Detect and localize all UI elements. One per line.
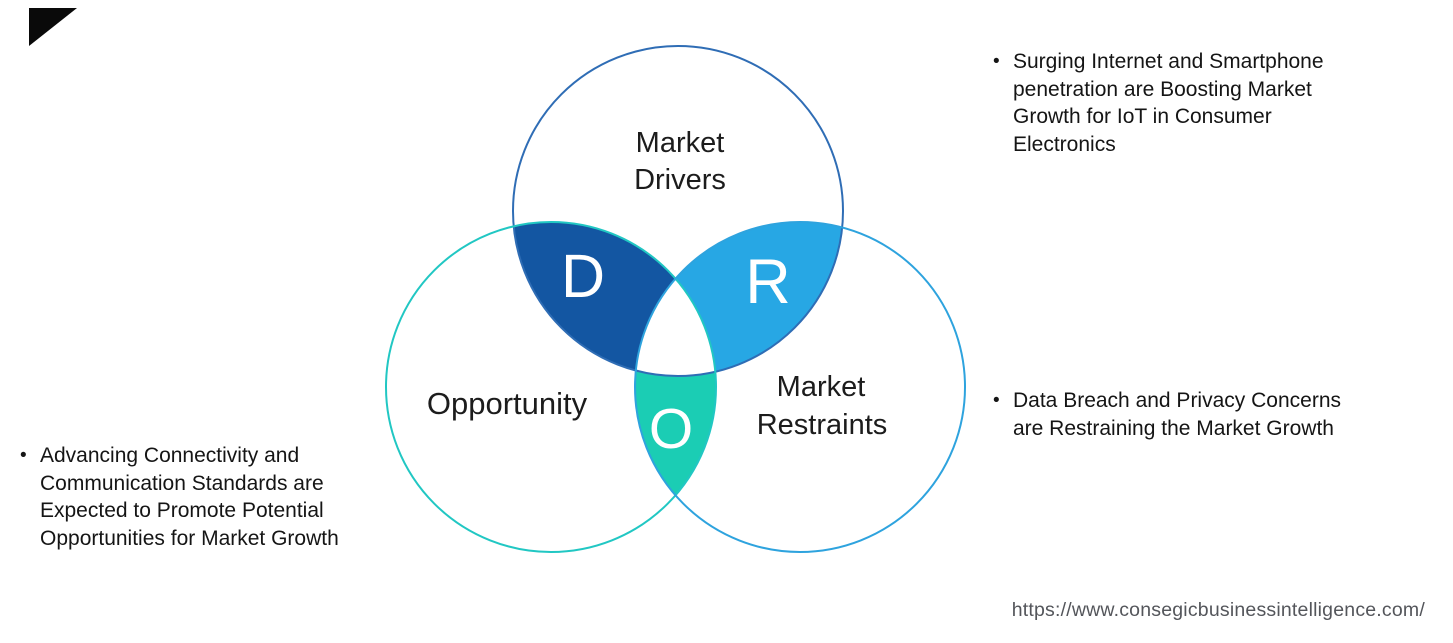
note-line: Opportunities for Market Growth [40,526,339,550]
note-line: Communication Standards are [40,471,324,495]
note-line: are Restraining the Market Growth [1013,416,1334,440]
restraints-letter: R [745,247,791,317]
opportunity-circle [385,221,717,553]
bullet-icon: • [20,445,27,466]
drivers-label-line1: Market [636,127,725,159]
note-line: Advancing Connectivity and [40,444,300,467]
opportunity-letter: O [649,397,693,461]
drivers-label-line2: Drivers [634,164,726,196]
drivers-circle [512,45,844,377]
restraints-circle [634,221,966,553]
drivers-note: • Surging Internet and Smartphone penetr… [993,48,1324,158]
note-line: Growth for IoT in Consumer [1013,105,1272,128]
note-line: penetration are Boosting Market [1013,77,1312,101]
restraints-note: • Data Breach and Privacy Concerns are R… [993,387,1341,442]
opportunity-note: • Advancing Connectivity and Communicati… [20,442,339,552]
note-line: Data Breach and Privacy Concerns [1013,389,1341,412]
bullet-icon: • [993,390,1000,411]
bullet-icon: • [993,51,1000,72]
drivers-opportunity-lens [513,222,716,376]
restraints-label-line1: Market [777,371,866,403]
drivers-restraints-lens [635,222,843,376]
drivers-letter: D [561,242,605,310]
opportunity-label: Opportunity [427,386,588,421]
note-line: Expected to Promote Potential [40,499,324,522]
note-line: Surging Internet and Smartphone [1013,50,1324,73]
source-url[interactable]: https://www.consegicbusinessintelligence… [1011,599,1425,621]
note-line: Electronics [1013,132,1116,156]
restraints-label-line2: Restraints [757,409,888,441]
